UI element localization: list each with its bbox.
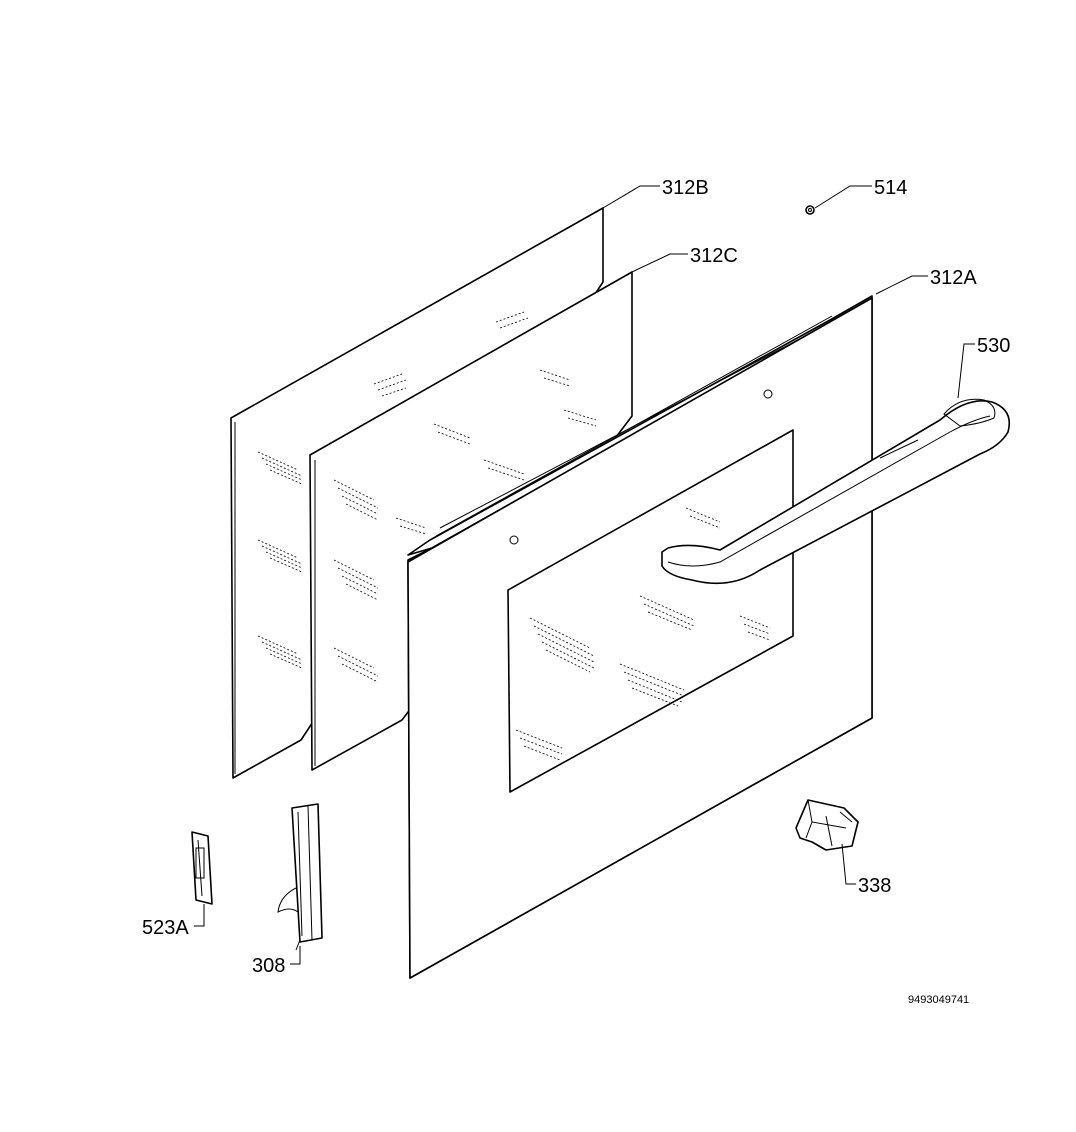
label-530: 530 xyxy=(977,335,1010,357)
door-panel-312a xyxy=(407,295,873,979)
screw-514 xyxy=(805,205,815,215)
label-514: 514 xyxy=(874,177,907,199)
bracket-523a xyxy=(191,831,213,905)
label-523a: 523A xyxy=(142,917,189,939)
clip-338 xyxy=(795,799,859,851)
document-number: 9493049741 xyxy=(908,994,969,1006)
leader-lines xyxy=(194,185,975,965)
part-labels: 312B 312C 312A 514 530 338 523A 308 xyxy=(142,177,1010,977)
label-312c: 312C xyxy=(690,245,738,267)
door-handle-530 xyxy=(661,398,1011,585)
label-338: 338 xyxy=(858,875,891,897)
label-312b: 312B xyxy=(662,177,709,199)
label-312a: 312A xyxy=(930,267,977,289)
hinge-308 xyxy=(277,803,323,951)
label-308: 308 xyxy=(252,955,285,977)
